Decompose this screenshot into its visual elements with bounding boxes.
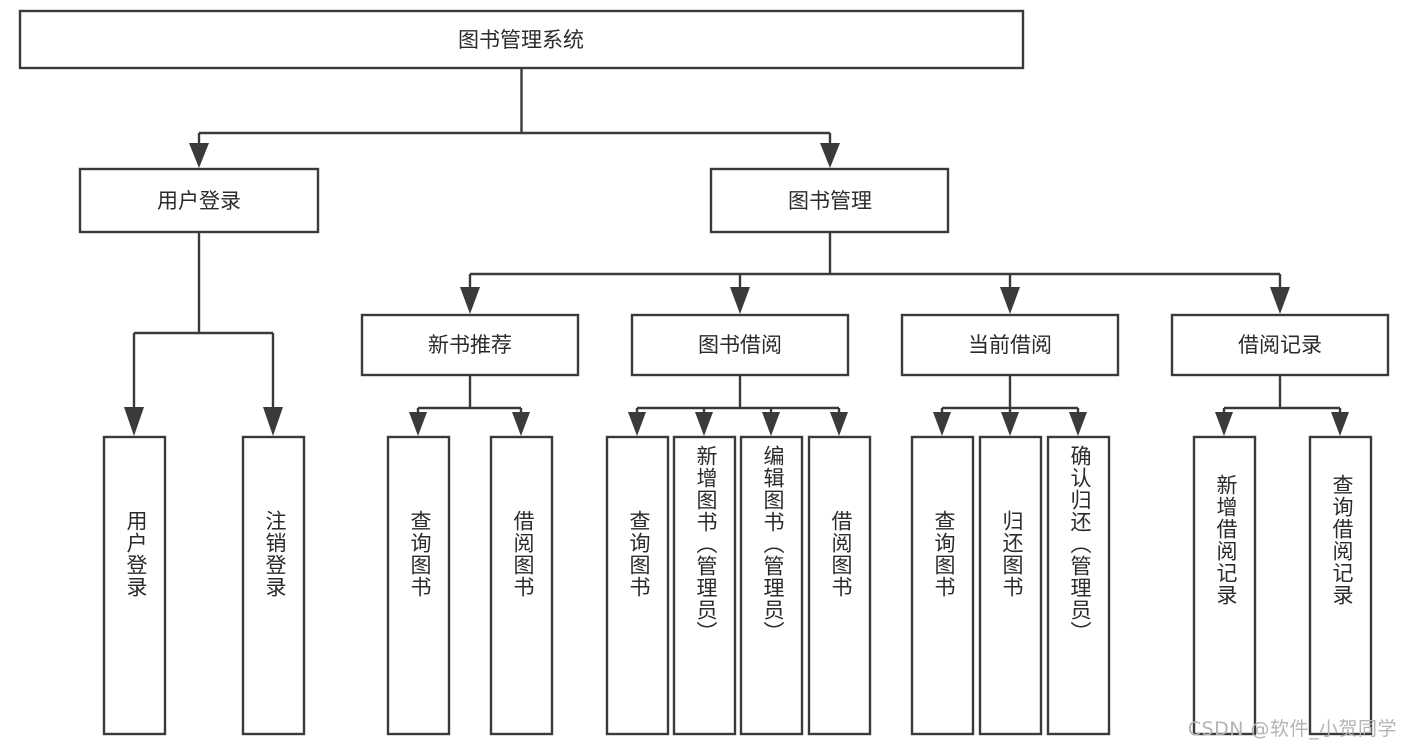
arrow-head-newbook-leaf-1 (409, 412, 427, 436)
leaf-box-current-borrow-2[interactable] (1046, 435, 1111, 736)
node-book-borrowing[interactable] (630, 313, 850, 377)
leaf-box-current-borrow-1[interactable] (978, 435, 1043, 736)
leaf-box-current-borrow-0[interactable] (910, 435, 975, 736)
label-root: 图书管理系统 (458, 28, 584, 52)
arrow-head-bookborrow-leaf-2 (695, 412, 713, 436)
arrow-head-bookborrow-leaf-4 (830, 412, 848, 436)
node-borrowing-records[interactable] (1170, 313, 1390, 377)
arrow-head-current-borrow (1000, 287, 1020, 314)
arrow-head-borrowrecord-leaf-1 (1215, 412, 1233, 436)
leaf-box-borrow-record-1[interactable] (1308, 435, 1373, 736)
label-layer: 图书管理系统 用户登录 图书管理 新书推荐 图书借阅 当前借阅 借阅记录 (157, 28, 1322, 357)
arrow-head-bookborrow-leaf-3 (762, 412, 780, 436)
node-new-book-recommendation[interactable] (360, 313, 580, 377)
arrow-head-newbook-leaf-2 (512, 412, 530, 436)
label-book-management: 图书管理 (788, 189, 872, 213)
label-book-borrowing: 图书借阅 (698, 333, 782, 357)
arrow-head-borrow-record (1270, 287, 1290, 314)
leaf-box-new-book-0[interactable] (386, 435, 451, 736)
csdn-watermark: CSDN @软件_小贺同学 (1187, 718, 1397, 740)
arrow-head-new-book (460, 287, 480, 314)
node-root-book-management-system[interactable] (18, 9, 1025, 70)
arrow-head-bookmgmt (820, 143, 840, 168)
arrow-head-currentborrow-leaf-2 (1001, 412, 1019, 436)
leaf-box-new-book-1[interactable] (489, 435, 554, 736)
label-borrowing-records: 借阅记录 (1238, 333, 1322, 357)
node-current-borrowing[interactable] (900, 313, 1120, 377)
arrow-head-currentborrow-leaf-3 (1069, 412, 1087, 436)
arrow-head-bookborrow-leaf-1 (628, 412, 646, 436)
arrow-head-borrowrecord-leaf-2 (1331, 412, 1349, 436)
label-user-login: 用户登录 (157, 189, 241, 213)
connector-layer (124, 68, 1349, 436)
leaf-box-book-borrow-1[interactable] (672, 435, 737, 736)
arrow-head-userlogin (189, 143, 209, 168)
node-layer (18, 9, 1390, 736)
arrow-head-book-borrow (730, 287, 750, 314)
node-book-management[interactable] (709, 167, 950, 234)
arrow-head-logout-leaf (263, 407, 283, 436)
label-new-book-recommendation: 新书推荐 (428, 333, 512, 357)
leaf-box-book-borrow-3[interactable] (807, 435, 872, 736)
node-user-login[interactable] (78, 167, 320, 234)
leaf-box-book-borrow-0[interactable] (605, 435, 670, 736)
leaf-box-user-login-0[interactable] (102, 435, 167, 736)
leaf-box-book-borrow-2[interactable] (739, 435, 804, 736)
arrow-head-currentborrow-leaf-1 (933, 412, 951, 436)
arrow-head-user-login-leaf (124, 407, 144, 436)
label-current-borrowing: 当前借阅 (968, 333, 1052, 357)
leaf-box-user-login-1[interactable] (241, 435, 306, 736)
leaf-box-borrow-record-0[interactable] (1192, 435, 1257, 736)
